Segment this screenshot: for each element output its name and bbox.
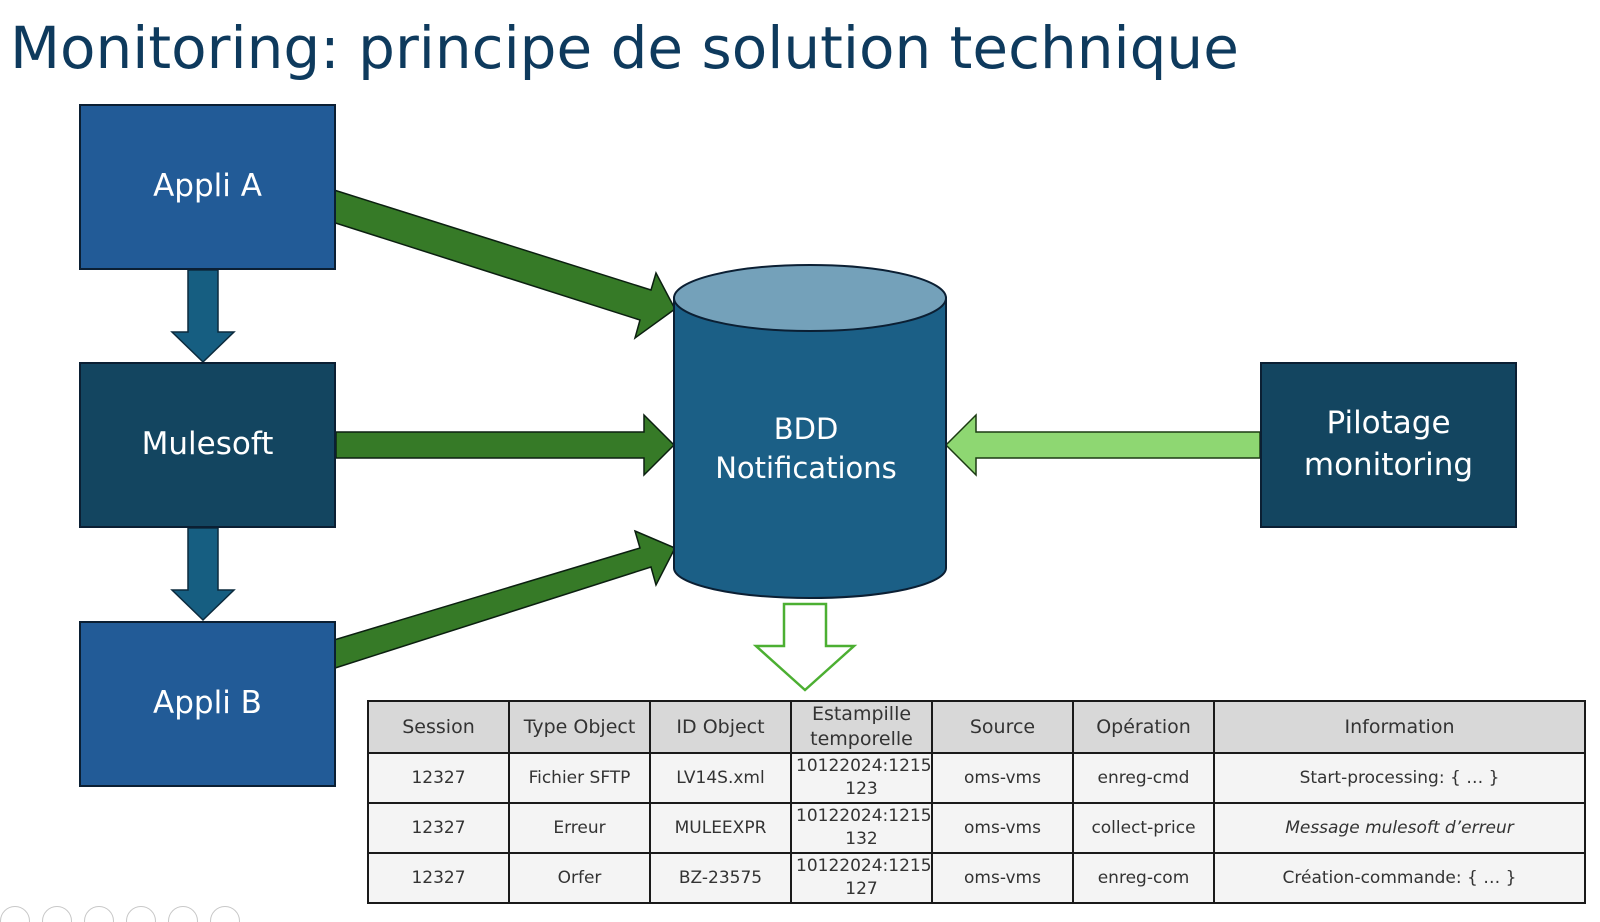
cell-type-object: Orfer bbox=[508, 852, 651, 904]
notifications-table: Session Type Object ID Object Estampille… bbox=[367, 700, 1586, 904]
more-icon[interactable] bbox=[210, 906, 240, 922]
grid-icon[interactable] bbox=[42, 906, 72, 922]
cell-id-object: MULEEXPR bbox=[649, 802, 792, 854]
arrow-pilotage-to-bdd bbox=[944, 413, 1261, 477]
cell-estampille: 10122024:121534-127 bbox=[790, 852, 933, 904]
cell-source: oms-vms bbox=[931, 802, 1074, 854]
cell-operation: collect-price bbox=[1072, 802, 1215, 854]
cell-id-object: LV14S.xml bbox=[649, 752, 792, 804]
col-header-estampille: Estampille temporelle bbox=[790, 700, 933, 754]
pilotage-label-line1: Pilotage bbox=[1326, 405, 1451, 442]
col-header-type-object: Type Object bbox=[508, 700, 651, 754]
slide-footer-toolbar bbox=[0, 906, 240, 922]
cell-estampille: 10122024:121534-123 bbox=[790, 752, 933, 804]
cell-session: 12327 bbox=[367, 802, 510, 854]
pen-icon[interactable] bbox=[0, 906, 30, 922]
col-header-information: Information bbox=[1213, 700, 1586, 754]
video-icon[interactable] bbox=[168, 906, 198, 922]
cell-information: Message mulesoft d’erreur bbox=[1213, 802, 1586, 854]
appli-a-box: Appli A bbox=[79, 104, 336, 270]
pilotage-box: Pilotage monitoring bbox=[1260, 362, 1517, 528]
arrow-mulesoft-to-bdd bbox=[335, 413, 676, 477]
col-header-source: Source bbox=[931, 700, 1074, 754]
table-row: 12327 Orfer BZ-23575 10122024:121534-127… bbox=[367, 852, 1586, 904]
arrow-appli-a-to-bdd bbox=[325, 189, 676, 340]
cell-estampille: 10122024:121534-132 bbox=[790, 802, 933, 854]
col-header-operation: Opération bbox=[1072, 700, 1215, 754]
appli-b-label: Appli B bbox=[153, 685, 262, 722]
appli-a-label: Appli A bbox=[153, 168, 262, 205]
arrow-bdd-to-table bbox=[752, 602, 858, 692]
cell-operation: enreg-com bbox=[1072, 852, 1215, 904]
table-header-row: Session Type Object ID Object Estampille… bbox=[367, 700, 1586, 754]
col-header-id-object: ID Object bbox=[649, 700, 792, 754]
cell-operation: enreg-cmd bbox=[1072, 752, 1215, 804]
page-title: Monitoring: principe de solution techniq… bbox=[10, 14, 1239, 82]
cell-session: 12327 bbox=[367, 852, 510, 904]
arrow-appli-a-to-mulesoft bbox=[170, 269, 236, 364]
cell-source: oms-vms bbox=[931, 752, 1074, 804]
cell-source: oms-vms bbox=[931, 852, 1074, 904]
appli-b-box: Appli B bbox=[79, 621, 336, 787]
table-row: 12327 Fichier SFTP LV14S.xml 10122024:12… bbox=[367, 752, 1586, 804]
cell-information: Start-processing: { … } bbox=[1213, 752, 1586, 804]
table-row: 12327 Erreur MULEEXPR 10122024:121534-13… bbox=[367, 802, 1586, 854]
bdd-cylinder bbox=[673, 264, 947, 599]
cell-id-object: BZ-23575 bbox=[649, 852, 792, 904]
subtitle-icon[interactable] bbox=[126, 906, 156, 922]
bdd-label-line1: BDD bbox=[773, 412, 839, 446]
cell-session: 12327 bbox=[367, 752, 510, 804]
pilotage-label-line2: monitoring bbox=[1303, 447, 1474, 483]
cell-information: Création-commande: { … } bbox=[1213, 852, 1586, 904]
arrow-mulesoft-to-appli-b bbox=[170, 527, 236, 622]
arrow-appli-b-to-bdd bbox=[323, 529, 677, 670]
bdd-label: BDD Notifications bbox=[670, 410, 942, 488]
cell-type-object: Fichier SFTP bbox=[508, 752, 651, 804]
cell-type-object: Erreur bbox=[508, 802, 651, 854]
bdd-label-line2: Notifications bbox=[715, 451, 897, 486]
zoom-icon[interactable] bbox=[84, 906, 114, 922]
mulesoft-label: Mulesoft bbox=[141, 426, 274, 463]
col-header-session: Session bbox=[367, 700, 510, 754]
mulesoft-box: Mulesoft bbox=[79, 362, 336, 528]
